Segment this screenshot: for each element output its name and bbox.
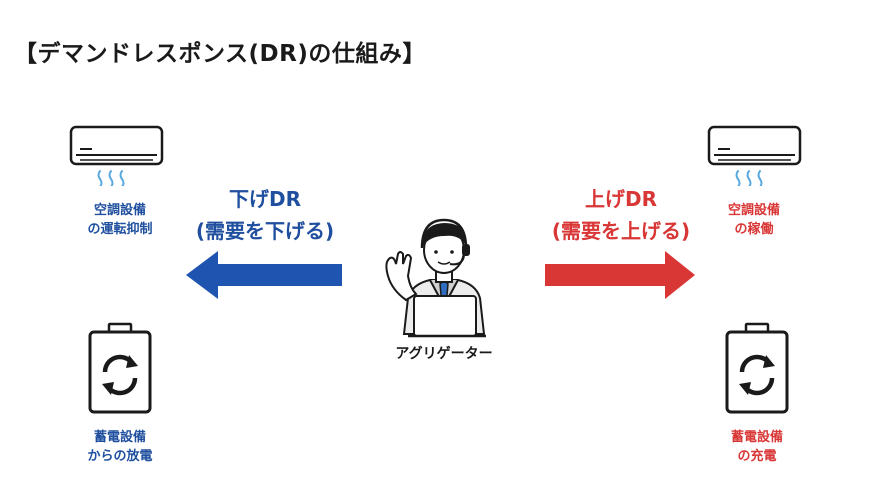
left-ac-caption-line1: 空調設備 [93,203,146,218]
aggregator-label: アグリゲーター [395,346,493,362]
air-conditioner-icon [706,124,804,186]
right-ac-caption-line2: の稼働 [734,222,774,237]
air-conditioner-icon [68,124,166,186]
left-battery-caption-line2: からの放電 [87,449,153,464]
left-ac-caption-line2: の運転抑制 [87,222,153,237]
right-battery-caption-line1: 蓄電設備 [730,430,783,445]
person-with-headset-icon [382,214,506,338]
right-battery-caption-line2: の充電 [737,449,777,464]
battery-recycle-icon [87,322,153,416]
up-dr-label: 上げDR [584,187,657,211]
page-title: 【デマンドレスポンス(DR)の仕組み】 [14,41,426,67]
arrow-left-icon [186,251,342,299]
down-dr-sublabel: (需要を下げる) [195,219,335,243]
battery-recycle-icon [724,322,790,416]
left-battery-caption-line1: 蓄電設備 [93,430,146,445]
up-dr-sublabel: (需要を上げる) [551,219,691,243]
arrow-right-icon [545,251,695,299]
down-dr-label: 下げDR [228,187,301,211]
right-ac-caption-line1: 空調設備 [727,203,780,218]
